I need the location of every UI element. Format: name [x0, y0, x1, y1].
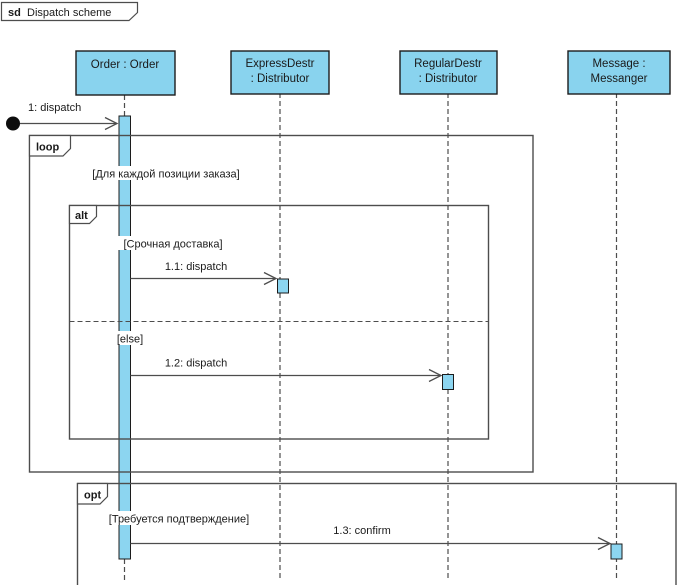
lifeline-head-regular: RegularDestr : Distributor — [399, 50, 498, 95]
alt-guard1-bg — [110, 236, 236, 250]
lifeline-type: : Distributor — [419, 73, 478, 85]
message-label: 1.3: confirm — [333, 525, 390, 537]
loop-guard: [Для каждой позиции заказа] — [92, 169, 239, 181]
loop-guard-bg — [74, 166, 259, 180]
fragment-loop-pentagon — [28, 134, 72, 157]
message-1-1-dispatch: 1.1: dispatch — [130, 261, 289, 294]
activation-bar-message — [610, 543, 623, 560]
activation-bar-express — [277, 278, 289, 294]
lifeline-head-express: ExpressDestr : Distributor — [230, 50, 330, 95]
message-1-2-dispatch: 1.2: dispatch — [130, 358, 454, 390]
lifeline-head-box — [75, 50, 176, 96]
frame-title: Dispatch scheme — [27, 7, 111, 19]
frame-title-tab: sd Dispatch scheme — [0, 1, 139, 22]
fragment-loop-box — [28, 134, 534, 473]
fragment-loop: loop [Для каждой позиции заказа] — [28, 134, 534, 473]
lifeline-name: ExpressDestr — [245, 58, 314, 70]
lifeline-head-message: Message : Messanger — [567, 50, 671, 95]
frame-keyword: sd — [8, 7, 21, 19]
message-1-3-confirm: 1.3: confirm — [130, 525, 623, 560]
lifeline-name: Order : Order — [91, 59, 160, 71]
fragment-opt: opt [Требуется подтверждение] — [76, 482, 677, 585]
fragment-alt-operator: alt — [75, 210, 88, 222]
alt-guard-else: [else] — [117, 334, 143, 346]
fragment-alt-box — [68, 204, 490, 440]
opt-guard: [Требуется подтверждение] — [109, 514, 249, 526]
fragment-opt-operator: opt — [84, 490, 101, 502]
fragment-alt-pentagon — [68, 204, 98, 225]
message-label: 1.1: dispatch — [165, 261, 227, 273]
message-label: 1: dispatch — [28, 102, 81, 114]
lifeline-head-box — [567, 50, 671, 95]
message-label: 1.2: dispatch — [165, 358, 227, 370]
alt-guard-urgent: [Срочная доставка] — [123, 239, 222, 251]
lifeline-name: RegularDestr — [414, 58, 482, 70]
lifeline-name: Message : — [592, 58, 645, 70]
frame-tab-shape — [0, 1, 139, 22]
lifeline-type: Messanger — [591, 73, 648, 85]
fragment-opt-pentagon — [76, 482, 109, 505]
lifeline-type: : Distributor — [251, 73, 310, 85]
activation-bar-regular — [442, 374, 454, 390]
message-1-dispatch: 1: dispatch — [6, 102, 119, 131]
found-message-circle — [6, 116, 20, 131]
lifeline-head-order: Order : Order — [75, 50, 176, 96]
lifeline-head-box — [230, 50, 330, 95]
fragment-alt: alt [Срочная доставка] [else] — [68, 204, 490, 440]
lifeline-head-box — [399, 50, 498, 95]
fragment-opt-box — [76, 482, 677, 585]
fragment-loop-operator: loop — [36, 142, 59, 154]
opt-guard-bg — [117, 511, 241, 525]
alt-guard2-bg — [111, 331, 149, 345]
